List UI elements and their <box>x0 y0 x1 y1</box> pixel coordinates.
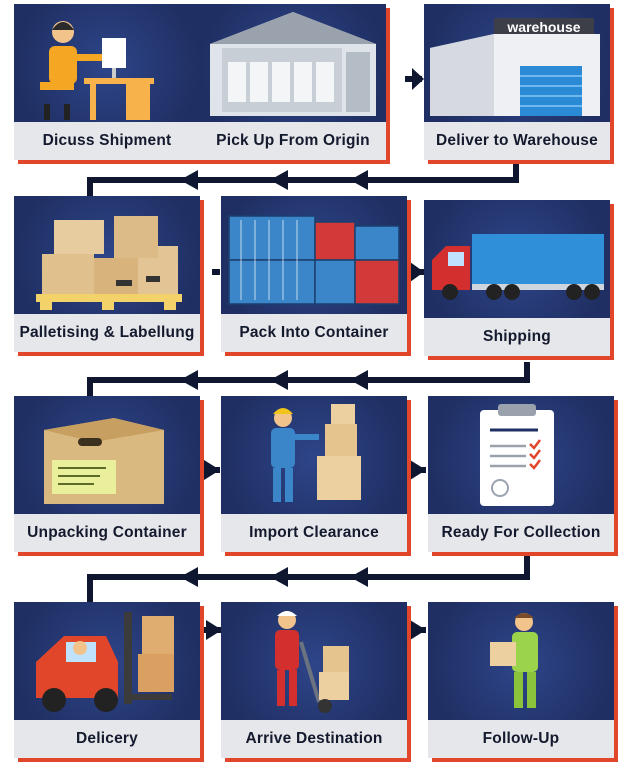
step-pick-up-from-origin: Pick Up From Origin <box>200 4 390 164</box>
step-label: Follow-Up <box>428 720 614 758</box>
open-box-icon <box>44 418 164 504</box>
step-label: Delicery <box>14 720 200 758</box>
inspector-icon <box>271 404 361 502</box>
step-label: Import Clearance <box>221 514 407 552</box>
pallet-boxes-icon <box>36 216 182 310</box>
hand-truck-icon <box>275 611 349 713</box>
step-label: Deliver to Warehouse <box>424 122 610 160</box>
warehouse-sign: warehouse <box>506 19 580 35</box>
warehouse-building-icon: warehouse <box>430 18 600 116</box>
step-deliver-to-warehouse: warehouse Deliver to Warehouse <box>424 4 614 164</box>
step-discuss-shipment: Dicuss Shipment <box>14 4 204 164</box>
warehouse-interior-icon <box>210 12 376 116</box>
step-follow-up: Follow-Up <box>428 602 618 762</box>
step-ready-for-collection: Ready For Collection <box>428 396 618 556</box>
step-import-clearance: Import Clearance <box>221 396 411 556</box>
step-shipping: Shipping <box>424 200 614 360</box>
step-label: Palletising & Labellung <box>14 314 200 352</box>
delivery-man-icon <box>490 613 538 708</box>
step-label: Pick Up From Origin <box>200 122 386 160</box>
forklift-icon <box>36 612 174 712</box>
step-palletising: Palletising & Labellung <box>14 196 204 356</box>
clipboard-checklist-icon <box>480 404 554 506</box>
step-label: Dicuss Shipment <box>14 122 200 160</box>
desk-worker-icon <box>40 21 154 120</box>
step-label: Arrive Destination <box>221 720 407 758</box>
step-pack-into-container: Pack Into Container <box>221 196 411 356</box>
step-label: Ready For Collection <box>428 514 614 552</box>
shipping-containers-icon <box>228 215 400 305</box>
step-unpacking-container: Unpacking Container <box>14 396 204 556</box>
step-delivery: Delicery <box>14 602 204 762</box>
step-arrive-destination: Arrive Destination <box>221 602 411 762</box>
truck-icon <box>432 234 604 300</box>
step-label: Unpacking Container <box>14 514 200 552</box>
step-label: Shipping <box>424 318 610 356</box>
step-label: Pack Into Container <box>221 314 407 352</box>
